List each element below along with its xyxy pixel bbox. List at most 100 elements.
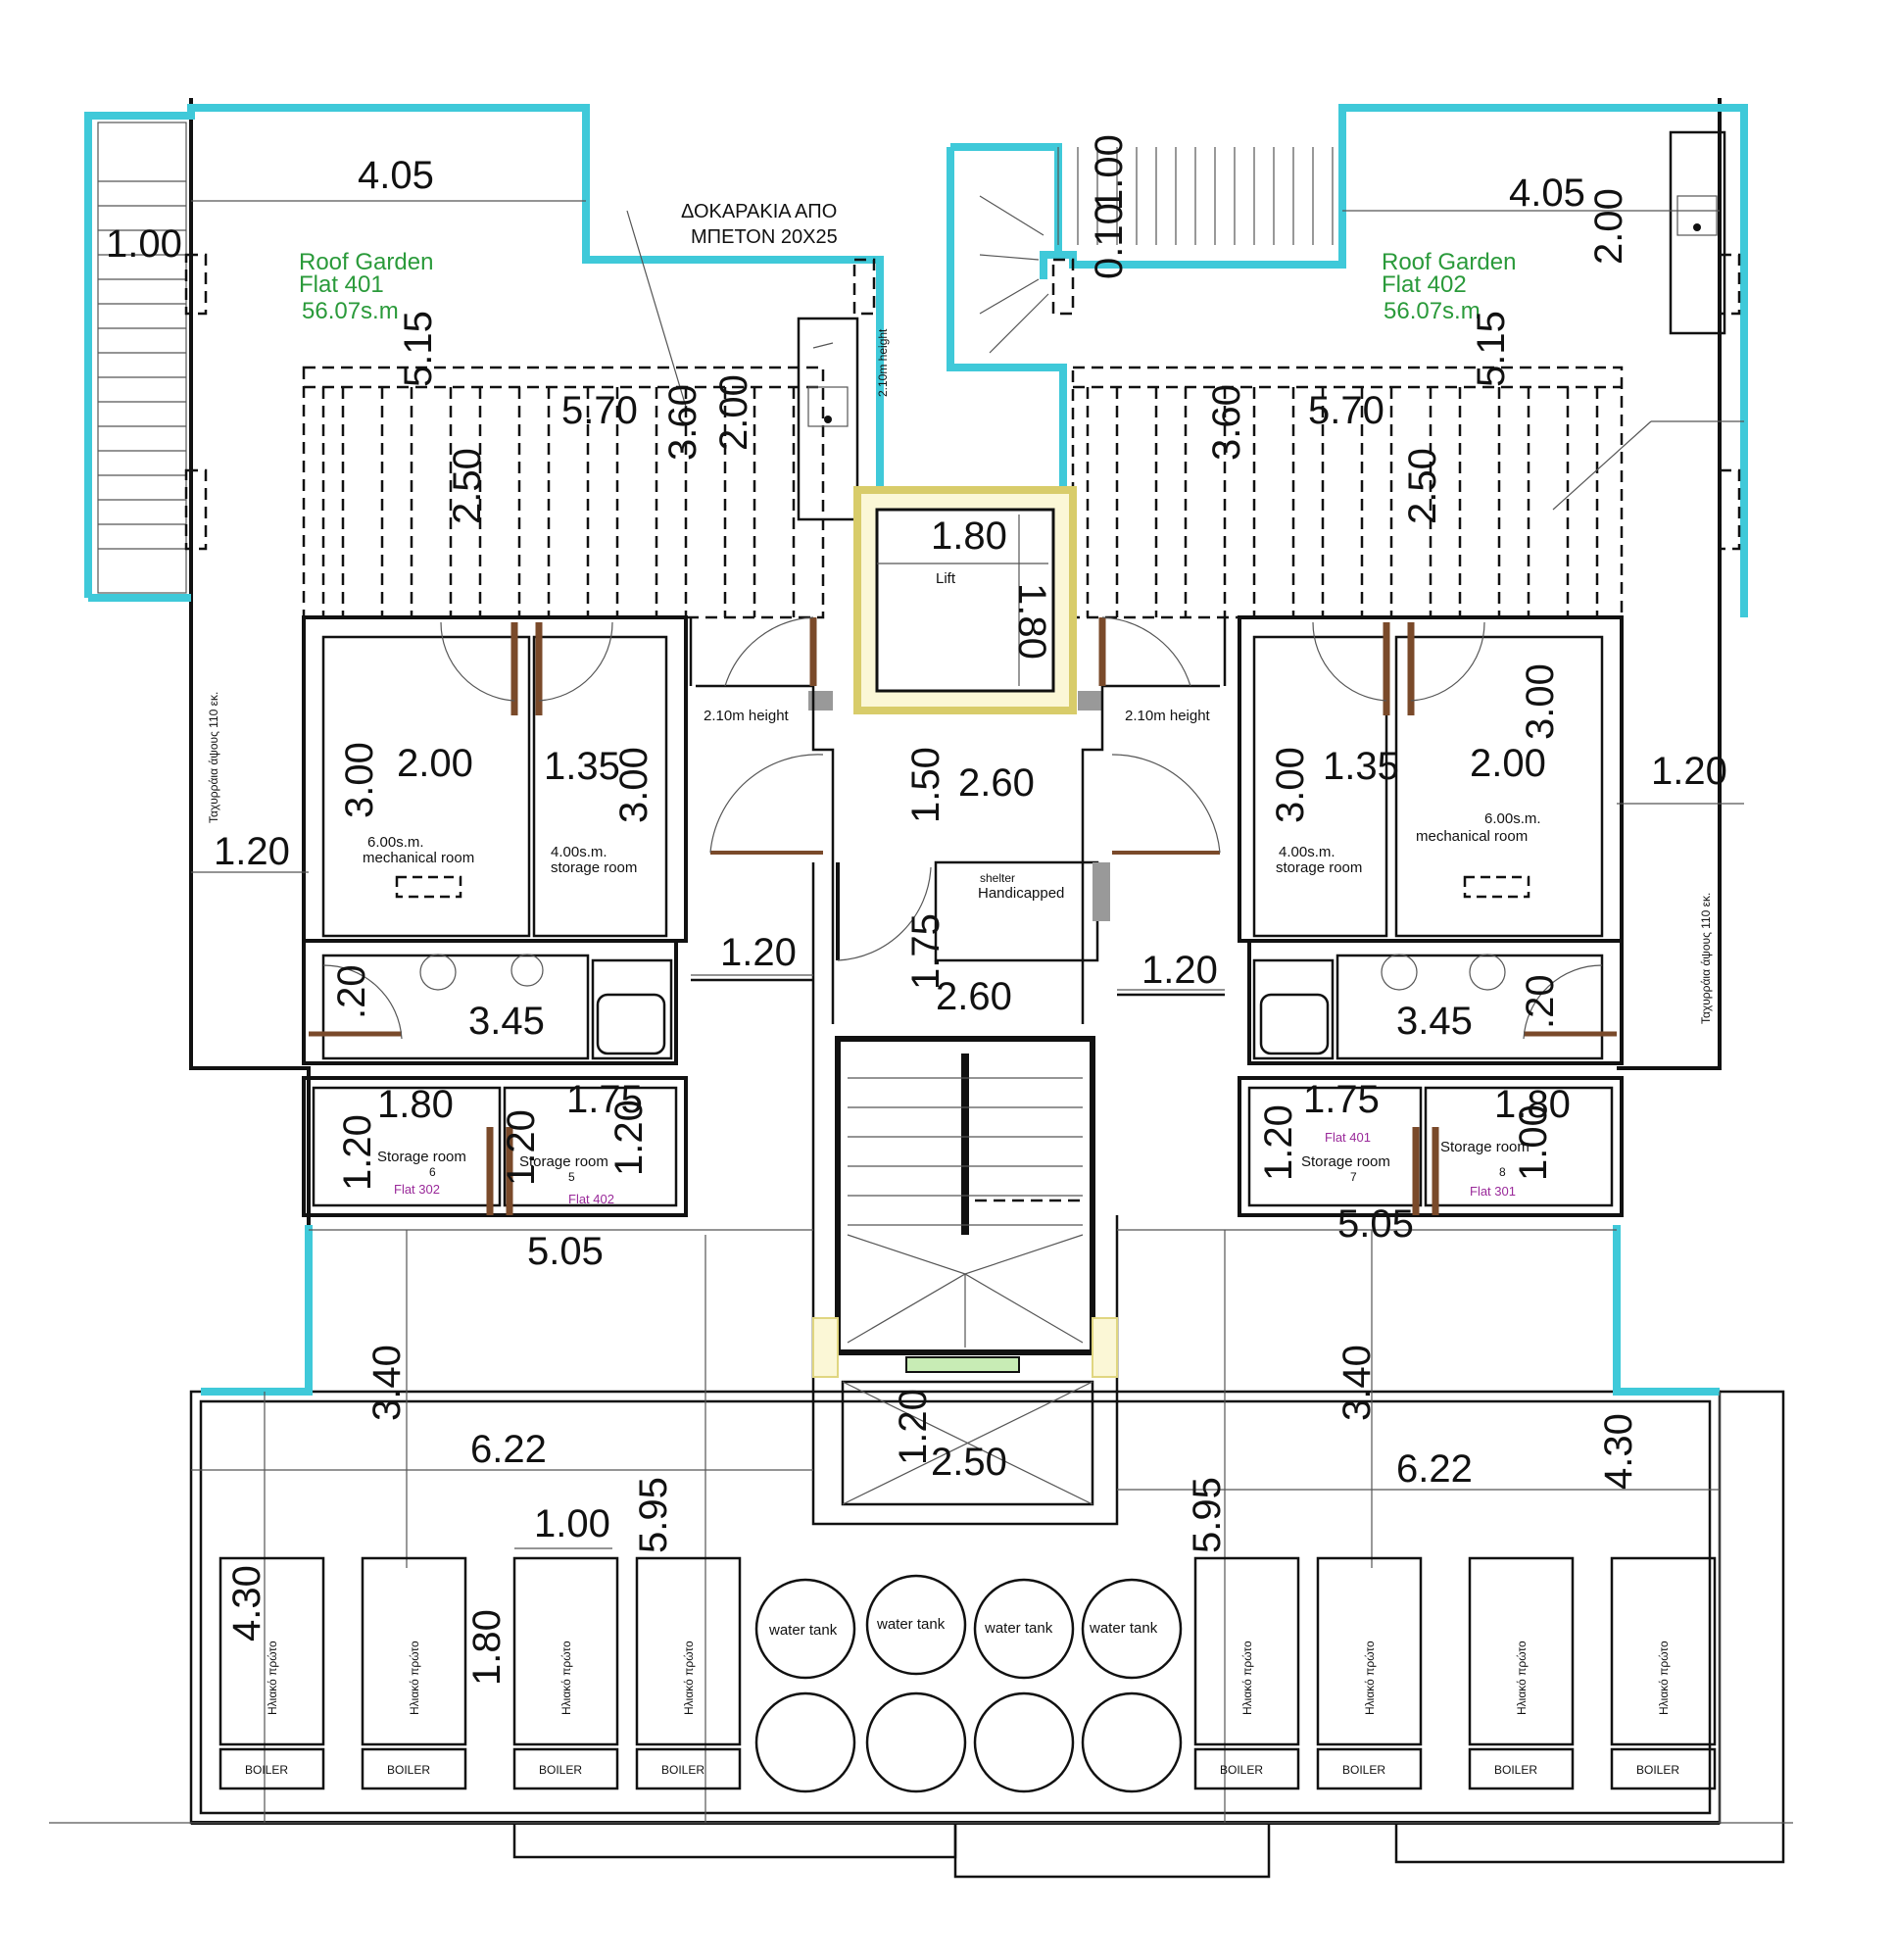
boiler-3: BOILER [539, 1763, 582, 1777]
dim-260-mid: 2.60 [936, 975, 1012, 1018]
store-right-135: 1.35 [1323, 745, 1399, 788]
dim-100-stair-right: 1.00 [1088, 134, 1131, 211]
dim-180-bottom: 1.80 [465, 1609, 509, 1686]
dim-430-left: 4.30 [225, 1565, 268, 1642]
st-right2-label: Storage room [1440, 1139, 1530, 1155]
shelter-room [934, 860, 1110, 962]
st-mid-num: 5 [568, 1170, 575, 1184]
height-note-right: 2.10m height [1125, 708, 1211, 724]
boiler-2: BOILER [387, 1763, 430, 1777]
dim-340-right: 3.40 [1336, 1345, 1379, 1421]
store-left-area: 4.00s.m. [551, 844, 607, 860]
dim-010-stair-right: 0.10 [1088, 203, 1131, 279]
lift-label: Lift [936, 570, 956, 587]
boiler-8: BOILER [1636, 1763, 1679, 1777]
dim-stair-100: 1.00 [106, 222, 182, 266]
water-tank-2: water tank [876, 1616, 946, 1633]
dim-250-lobby: 2.50 [931, 1441, 1007, 1484]
dim-120-lobby: 1.20 [892, 1389, 935, 1465]
st-right1-num: 7 [1350, 1170, 1357, 1184]
boiler-5: BOILER [1220, 1763, 1263, 1777]
mech-right-name: mechanical room [1416, 828, 1528, 845]
stair-core [812, 1036, 1118, 1506]
dim-120-corr-right: 1.20 [1141, 949, 1218, 992]
store-right-300: 3.00 [1269, 747, 1312, 823]
water-tanks [754, 1574, 1183, 1793]
right-rooms [1238, 615, 1624, 1217]
dim-150: 1.50 [904, 747, 947, 823]
st-mid-label: Storage room [519, 1153, 608, 1170]
lift-w: 1.80 [931, 514, 1007, 558]
st-mid-120b: 1.20 [607, 1100, 651, 1176]
dim-622-right: 6.22 [1396, 1447, 1473, 1491]
dim-430-right: 4.30 [1597, 1413, 1640, 1490]
dim-570-left: 5.70 [561, 389, 638, 432]
shelter-line2: Handicapped [978, 885, 1064, 902]
dim-595-right: 5.95 [1186, 1477, 1229, 1553]
store-right-area: 4.00s.m. [1279, 844, 1336, 860]
height-note-left: 2.10m height [704, 708, 790, 724]
mech-left-300: 3.00 [338, 742, 381, 818]
solar-5: Ηλιακό πρώτο [1240, 1641, 1254, 1715]
store-left-name: storage room [551, 859, 637, 876]
dim-622-left: 6.22 [470, 1428, 547, 1471]
wc-right-20: .20 [1519, 974, 1562, 1029]
boiler-6: BOILER [1342, 1763, 1385, 1777]
solar-3: Ηλιακό πρώτο [559, 1641, 573, 1715]
mech-right-area: 6.00s.m. [1484, 810, 1541, 827]
solar-1: Ηλιακό πρώτο [266, 1641, 279, 1715]
dim-top-right-405: 4.05 [1509, 172, 1585, 215]
roof-left-flat: Flat 401 [299, 271, 384, 298]
greek-note-line2: ΜΠΕΤΟΝ 20Χ25 [691, 226, 838, 248]
lift-shaft [808, 486, 1102, 714]
dim-175-shelter: 1.75 [904, 913, 947, 990]
height-note-vertical: 2.10m height [876, 328, 890, 397]
boiler-7: BOILER [1494, 1763, 1537, 1777]
solar-group-right [1193, 1556, 1717, 1790]
st-right2-180: 1.80 [1494, 1083, 1571, 1126]
railing-right: Ταχυρράια άψους 110 εκ. [1699, 893, 1713, 1024]
solar-7: Ηλιακό πρώτο [1515, 1641, 1529, 1715]
water-tank-1: water tank [768, 1622, 838, 1639]
dim-120-right-side: 1.20 [1651, 750, 1727, 793]
text-labels: ΔΟΚΑΡΑΚΙΑ ΑΠΟ ΜΠΕΤΟΝ 20Χ25 Roof Garden F… [106, 134, 1727, 1777]
greek-note-line1: ΔΟΚΑΡΑΚΙΑ ΑΠΟ [681, 201, 837, 222]
st-left-120a: 1.20 [336, 1114, 379, 1191]
dim-200-bbq: 2.00 [712, 374, 755, 451]
solar-4: Ηλιακό πρώτο [682, 1641, 696, 1715]
corridor-doors [709, 616, 1221, 961]
roof-left-area: 56.07s.m [302, 298, 399, 324]
dim-120-corr-left: 1.20 [720, 931, 797, 974]
dim-505-left: 5.05 [527, 1230, 604, 1273]
st-mid-175: 1.75 [566, 1078, 643, 1121]
wc-left-345: 3.45 [468, 1000, 545, 1043]
dim-200-right: 2.00 [1587, 188, 1630, 265]
dim-595-left: 5.95 [632, 1477, 675, 1553]
st-right2-flat: Flat 301 [1470, 1184, 1516, 1199]
st-mid-flat: Flat 402 [568, 1192, 614, 1206]
dim-top-left-405: 4.05 [358, 154, 434, 197]
dim-515-left: 5.15 [397, 311, 440, 387]
dim-250-left: 2.50 [446, 448, 489, 524]
shelter-line1: shelter [980, 871, 1015, 885]
dim-250-right: 2.50 [1401, 448, 1444, 524]
roof-right-flat: Flat 402 [1382, 271, 1467, 298]
st-left-num: 6 [429, 1165, 436, 1179]
solar-2: Ηλιακό πρώτο [408, 1641, 421, 1715]
dim-515-right: 5.15 [1470, 311, 1513, 387]
mech-right-200: 2.00 [1470, 742, 1546, 785]
st-right2-num: 8 [1499, 1165, 1506, 1179]
roof-right-area: 56.07s.m [1384, 298, 1481, 324]
solar-group-left [219, 1556, 742, 1790]
right-stair [979, 147, 1334, 354]
solar-8: Ηλιακό πρώτο [1657, 1641, 1671, 1715]
roof-left-title: Roof Garden [299, 249, 433, 275]
railing-left: Ταχυρράια άψους 110 εκ. [207, 692, 220, 823]
st-mid-120a: 1.20 [500, 1109, 543, 1186]
dim-570-right: 5.70 [1308, 389, 1384, 432]
openings [184, 253, 1741, 551]
store-right-name: storage room [1276, 859, 1362, 876]
boiler-4: BOILER [661, 1763, 704, 1777]
st-left-flat: Flat 302 [394, 1182, 440, 1197]
